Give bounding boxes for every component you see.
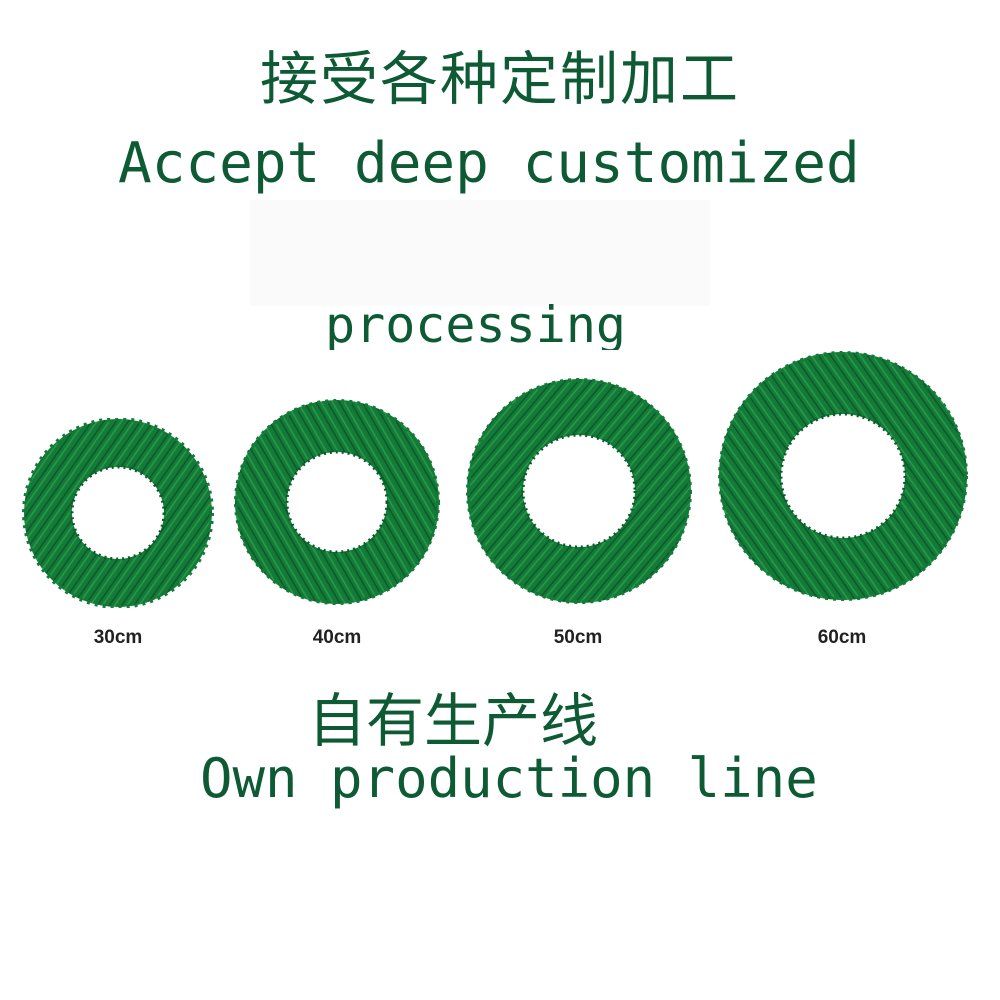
headline-english-line2: processing	[325, 296, 627, 354]
size-label: 40cm	[312, 627, 362, 648]
footer-chinese: 自有生产线	[308, 687, 599, 755]
wreath-icon	[718, 351, 968, 601]
headline-english-line1: Accept deep customized	[118, 131, 860, 196]
headline-chinese: 接受各种定制加工	[259, 45, 740, 113]
wreath-icon	[234, 399, 440, 605]
blank-overlay-box	[250, 200, 710, 306]
wreath-icon	[466, 378, 692, 604]
footer-english: Own production line	[200, 747, 818, 810]
size-label: 30cm	[93, 627, 143, 648]
size-label: 50cm	[553, 627, 603, 648]
size-label: 60cm	[817, 627, 867, 648]
wreath-icon	[22, 418, 214, 608]
